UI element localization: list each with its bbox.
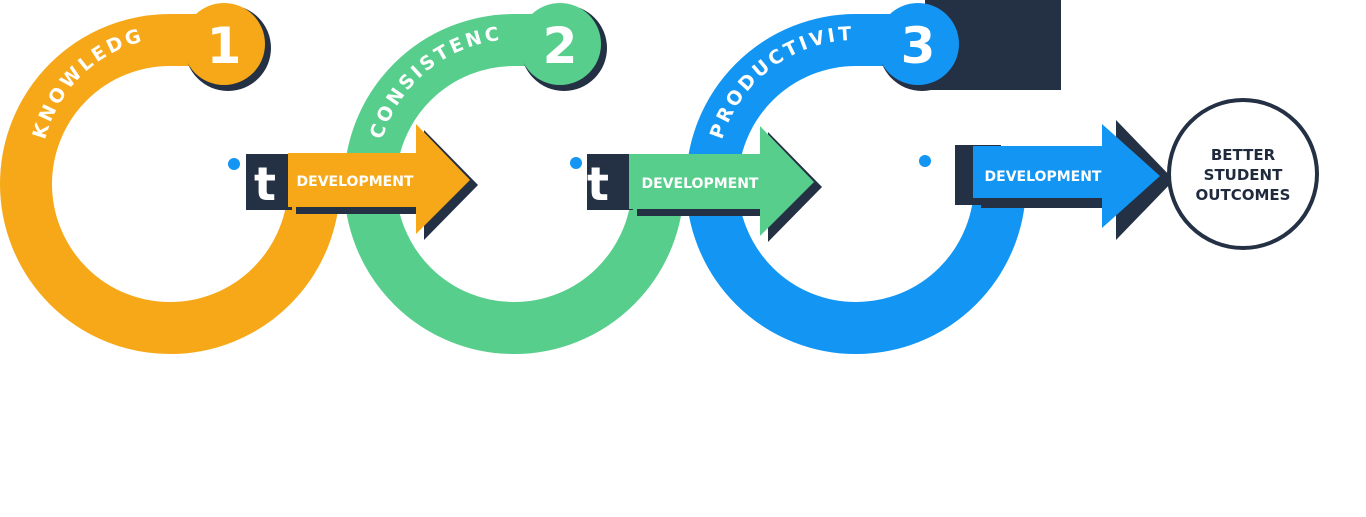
- arrow-2-dot: [570, 157, 582, 169]
- stage-2-number: 2: [543, 17, 578, 75]
- outcome-node: BETTER STUDENT OUTCOMES: [1167, 98, 1319, 250]
- arrow-1-tab: [246, 154, 292, 210]
- development-arrow-3: DEVELOPMENT: [919, 120, 1174, 240]
- arrow-1-tab-text: t: [254, 157, 276, 211]
- arrow-3-body: [973, 124, 1160, 228]
- development-arrow-2: t DEVELOPMENT: [570, 126, 822, 242]
- stage-1: 1 KNOWLEDGE: [0, 0, 340, 354]
- stage-3-ring: [686, 14, 1026, 354]
- arrow-1-body: [288, 124, 470, 234]
- arrow-3-label: DEVELOPMENT: [985, 169, 1102, 185]
- development-arrow-1: t DEVELOPMENT: [228, 124, 478, 240]
- arrow-3-dot: [919, 155, 931, 167]
- arrow-2-tab-text: t: [587, 157, 609, 211]
- outcome-line-2: STUDENT: [1204, 166, 1283, 184]
- stage-3-number: 3: [901, 17, 936, 75]
- arrow-2-label: DEVELOPMENT: [642, 176, 759, 192]
- outcome-line-1: BETTER: [1211, 146, 1276, 164]
- stage-1-number: 1: [207, 17, 242, 75]
- outcome-line-3: OUTCOMES: [1196, 186, 1291, 204]
- outcome-circle: [1167, 98, 1319, 250]
- stage-2-ring: [344, 14, 684, 354]
- stage-1-ring: [0, 14, 340, 354]
- arrow-2-body: [629, 126, 814, 236]
- stage-2-badge: [519, 3, 601, 85]
- arrow-1-label: DEVELOPMENT: [297, 174, 414, 190]
- arrow-2-tab: [587, 154, 633, 210]
- arrow-1-dot: [228, 158, 240, 170]
- stage-3-badge: [877, 3, 959, 85]
- stage-1-badge: [183, 3, 265, 85]
